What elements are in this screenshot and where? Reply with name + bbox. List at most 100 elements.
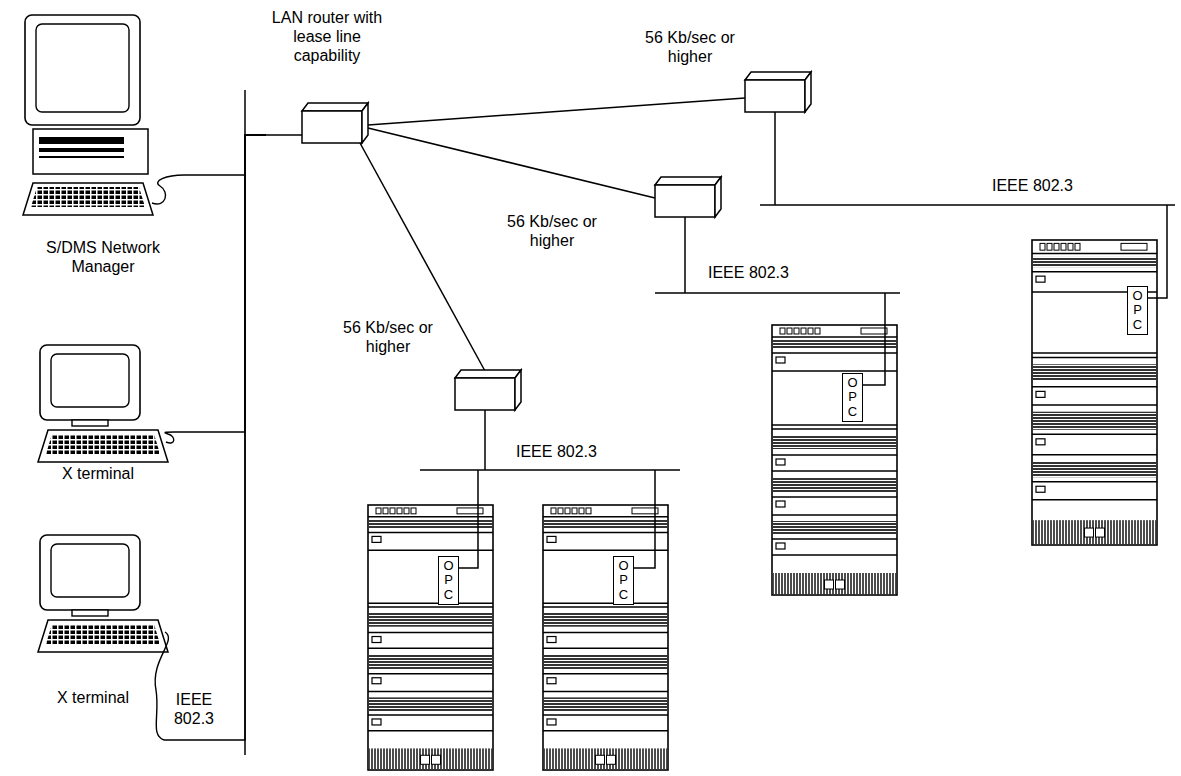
keyboard-cable [165,432,174,443]
shelf-line [772,336,897,338]
display-cell [376,508,381,514]
panel-plate [1121,243,1147,250]
keyboard [38,430,168,462]
shelf-line [772,554,897,556]
node-text: X terminal [22,464,174,483]
display-cell [558,508,563,514]
remote-router [745,72,811,112]
router-top [455,370,521,378]
shelf-handle [547,678,556,684]
vent-square [825,580,834,589]
shelf-line [368,691,493,693]
node-text: LAN router with lease line capability [266,8,388,65]
panel-plate [861,328,887,334]
vent-grill [773,573,896,594]
network-links [245,90,1175,755]
opc-lan-drop [634,470,655,568]
remote-router [455,370,521,410]
shelf-line [1032,271,1157,273]
display-cell [815,328,820,334]
shelf-line [368,673,493,675]
shelf-line [368,730,493,732]
remote-router [655,177,721,217]
shelf-handle [776,543,785,549]
lan-segment [655,292,900,294]
shelf-line [1032,357,1157,359]
drive-slot [39,156,124,158]
router-top [655,177,721,185]
shelf-line [543,648,668,650]
router-drop [262,134,302,136]
shelf-line [368,532,493,534]
shelf-handle [372,719,381,725]
vent-square [1085,528,1094,537]
shelf-band [773,435,896,449]
shelf-line [368,714,493,716]
terminal-node: X terminal [22,340,174,483]
router-side [362,103,368,143]
shelf-handle [776,459,785,465]
display-cell [1061,243,1066,250]
shelf-handle [547,637,556,643]
shelf-handle [1036,439,1045,445]
lan-standard-label: IEEE 802.3 [990,176,1075,195]
router-drop [774,112,776,205]
shelf-line [368,602,493,604]
vent-grill [369,748,492,769]
display-cell [383,508,388,514]
shelf-line [368,549,493,551]
display-cell [1054,243,1059,250]
shelf-band [1033,412,1156,430]
router-front [455,378,515,410]
vent-square [607,755,616,764]
node-text: OPC [846,376,859,419]
shelf-line [1032,253,1157,255]
shelf-line [1032,481,1157,483]
keyboard [38,620,168,652]
vent-grill [544,748,667,769]
shelf-band [1033,364,1156,380]
drive-slot [39,148,124,152]
shelf-line [772,470,897,472]
shelf-line [543,606,668,608]
display-cell [1075,243,1080,250]
shelf-line [772,424,897,426]
shelf-line [543,602,668,604]
vent-square [596,755,605,764]
line-speed-label: 56 Kb/sec or higher [330,318,446,356]
shelf-band [773,340,896,349]
leased-line [368,128,655,198]
shelf-line [772,454,897,456]
panel-plate [632,508,658,514]
monitor-screen [36,24,129,112]
node-text: OPC [1131,289,1144,332]
router-drop [484,410,486,470]
router-label-box: LAN router with lease line capability [266,8,388,150]
display-cell [808,328,813,334]
lan-router [302,103,368,143]
shelf-band [1033,461,1156,477]
node-text: OPC [617,559,630,602]
rack-frame [772,325,897,595]
shelf-line [1032,352,1157,354]
shelf-line [1032,404,1157,406]
lan-standard-label: IEEE 802.3 [166,690,222,728]
shelf-band [773,521,896,535]
shelf-line [772,514,897,516]
display-cell [1068,243,1073,250]
monitor-screen [51,354,129,407]
equipment-rack [1032,240,1157,545]
keyboard-keys [46,434,160,454]
shelf-handle [1036,391,1045,397]
shelf-line [543,730,668,732]
shelf-line [543,691,668,693]
display-cell [411,508,416,514]
shelf-line [772,370,897,372]
shelf-line [543,632,668,634]
router-side [715,177,721,217]
display-cell [579,508,584,514]
line-speed-label: 56 Kb/sec or higher [494,212,610,250]
display-cell [404,508,409,514]
